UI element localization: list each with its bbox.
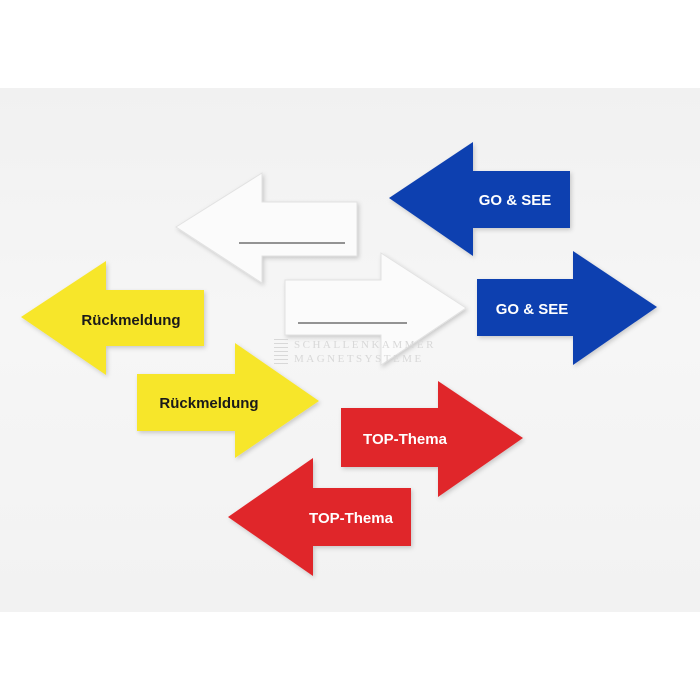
yellow-left-arrow-shape	[21, 261, 204, 375]
yellow-right-label: Rückmeldung	[159, 395, 258, 412]
red-left-arrow: TOP-Thema	[228, 458, 411, 576]
yellow-left-arrow: Rückmeldung	[21, 261, 204, 375]
yellow-right-arrow: Rückmeldung	[137, 343, 319, 458]
red-left-arrow-shape	[228, 458, 411, 576]
watermark-line2: MAGNETSYSTEME	[294, 353, 424, 365]
blue-left-arrow-shape	[389, 142, 570, 256]
white-right-arrow	[284, 252, 467, 366]
yellow-right-arrow-shape	[137, 343, 319, 458]
white-right-arrow-shape	[284, 252, 467, 366]
watermark-logo: SCHALLENKAMMER MAGNETSYSTEME	[274, 338, 436, 366]
white-left-arrow-shape	[175, 172, 358, 284]
blue-left-arrow: GO & SEE	[389, 142, 570, 256]
red-left-label: TOP-Thema	[309, 510, 394, 527]
red-right-arrow-shape	[341, 381, 523, 497]
watermark-bars-icon	[274, 339, 288, 365]
red-right-arrow: TOP-Thema	[341, 381, 523, 497]
white-left-arrow	[175, 172, 358, 284]
blue-right-label: GO & SEE	[496, 301, 569, 318]
red-right-label: TOP-Thema	[363, 431, 448, 448]
yellow-left-label: Rückmeldung	[81, 312, 180, 329]
blue-right-arrow: GO & SEE	[477, 251, 657, 365]
blue-right-arrow-shape	[477, 251, 657, 365]
blue-left-label: GO & SEE	[479, 192, 552, 209]
watermark-line1: SCHALLENKAMMER	[294, 339, 436, 351]
